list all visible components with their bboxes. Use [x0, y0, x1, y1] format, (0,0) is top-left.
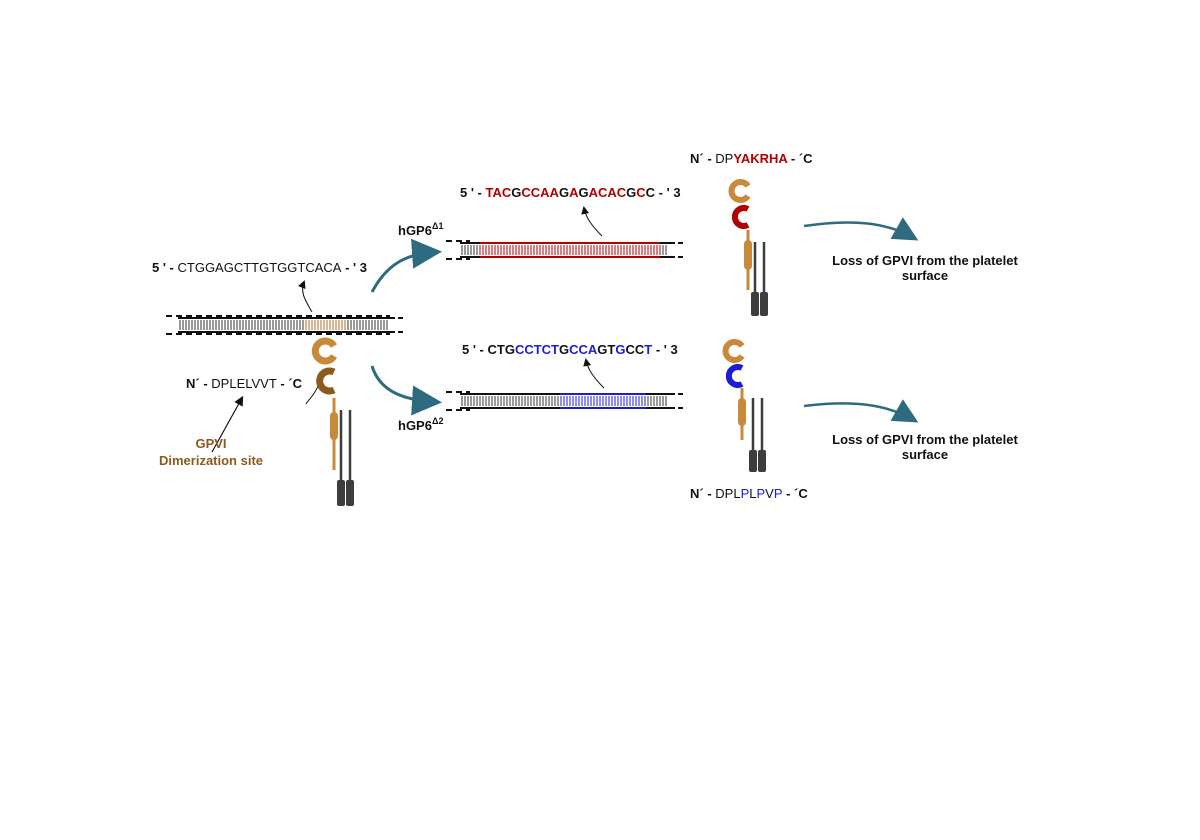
mutant2-outcome-line1: Loss of GPVI from the platelet	[832, 432, 1018, 447]
dimerization-label-line2: Dimerization site	[159, 453, 263, 468]
sequence-segment: CCA	[569, 342, 598, 357]
sequence-segment: CCAA	[521, 185, 559, 200]
dimerization-pointer-arrow	[211, 395, 244, 453]
mutant2-dna-duplex	[446, 391, 686, 411]
sequence-segment: G	[559, 185, 569, 200]
sequence-segment: DPL	[715, 486, 740, 501]
branch-arrow-to-mutant2	[370, 365, 442, 416]
sequence-segment: CCTCT	[515, 342, 559, 357]
mutant2-outcome-line2: surface	[902, 447, 948, 462]
sequence-segment: G	[578, 185, 588, 200]
wildtype-dna-sequence: 5 ' - CTGGAGCTTGTGGTCACA - ' 3	[152, 260, 367, 275]
sequence-segment: A	[569, 185, 579, 200]
dimerization-label-line1: GPVI	[195, 436, 226, 451]
mutant1-outcome-arrow	[803, 217, 919, 241]
wildtype-protein-sequence: N´ - DPLELVVT - ´C	[186, 376, 303, 391]
sequence-segment: P	[774, 486, 783, 501]
mutant2-dna-sequence: 5 ' - CTGCCTCTGCCAGTGCCT - ' 3	[462, 342, 678, 357]
sequence-segment: T	[644, 342, 652, 357]
mutant2-protein-sequence: N´ - DPLPLPVP - ´C	[690, 486, 808, 501]
sequence-segment: G	[615, 342, 625, 357]
sequence-segment: C	[636, 185, 646, 200]
sequence-segment: P	[756, 486, 765, 501]
sequence-segment: GT	[597, 342, 615, 357]
mutant1-dna-pointer-arrow	[581, 206, 603, 237]
mutant2-gpvi-receptor	[722, 339, 766, 472]
wildtype-gpvi-receptor	[311, 337, 354, 506]
sequence-segment: L	[749, 486, 756, 501]
sequence-segment: G	[511, 185, 521, 200]
sequence-segment: C	[646, 185, 656, 200]
wildtype-base-pairs	[179, 320, 388, 330]
sequence-segment: V	[765, 486, 774, 501]
sequence-segment: CTG	[488, 342, 515, 357]
mutant2-dna-pointer-arrow	[583, 358, 605, 389]
sequence-segment: G	[559, 342, 569, 357]
sequence-segment: TAC	[486, 185, 512, 200]
branch-arrow-to-mutant1	[370, 238, 442, 293]
mutant1-protein-sequence: N´ - DPYAKRHA - ´C	[690, 151, 813, 166]
mutant1-label: hGP6Δ1	[398, 221, 443, 238]
sequence-segment: P	[741, 486, 750, 501]
mutant1-gpvi-receptor	[728, 179, 768, 316]
protein-pointer-arrow	[305, 385, 319, 405]
wildtype-dna-duplex	[166, 315, 405, 335]
mutant1-outcome-line2: surface	[902, 268, 948, 283]
mutant2-outcome-arrow	[803, 399, 919, 423]
mutant1-outcome-line1: Loss of GPVI from the platelet	[832, 253, 1018, 268]
mutant1-base-pairs	[461, 245, 667, 255]
mutant2-label: hGP6Δ2	[398, 416, 443, 433]
mutant1-dna-sequence: 5 ' - TACGCCAAGAGACACGCC - ' 3	[460, 185, 681, 200]
wildtype-dna-pointer-arrow	[298, 280, 313, 313]
mutant1-dna-duplex	[446, 240, 686, 260]
sequence-segment: G	[626, 185, 636, 200]
sequence-segment: ACAC	[589, 185, 627, 200]
mutant2-base-pairs	[461, 396, 667, 406]
sequence-segment: CC	[625, 342, 644, 357]
